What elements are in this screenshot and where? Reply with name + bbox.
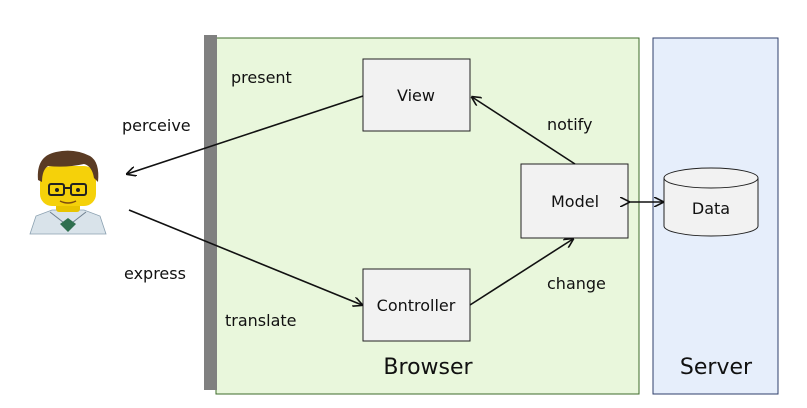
translate-arrow bbox=[128, 209, 362, 305]
perceive-arrow bbox=[127, 95, 364, 174]
model-label: Model bbox=[551, 192, 599, 211]
model-node bbox=[520, 163, 629, 239]
lego-user-icon bbox=[29, 150, 107, 235]
change-arrow bbox=[469, 239, 573, 306]
notify-arrow bbox=[472, 97, 576, 165]
view-node bbox=[362, 58, 471, 132]
perceive-label: perceive bbox=[122, 116, 191, 135]
controller-label: Controller bbox=[377, 296, 456, 315]
data-label: Data bbox=[692, 199, 730, 218]
screen-bar bbox=[204, 35, 217, 390]
change-label: change bbox=[547, 274, 606, 293]
express-label: express bbox=[124, 264, 186, 283]
present-label: present bbox=[231, 68, 292, 87]
translate-label: translate bbox=[225, 311, 297, 330]
notify-label: notify bbox=[547, 115, 592, 134]
browser-label: Browser bbox=[383, 355, 473, 380]
data-cylinder bbox=[663, 167, 759, 237]
controller-node bbox=[362, 268, 471, 342]
server-label: Server bbox=[680, 355, 753, 380]
view-label: View bbox=[397, 86, 435, 105]
